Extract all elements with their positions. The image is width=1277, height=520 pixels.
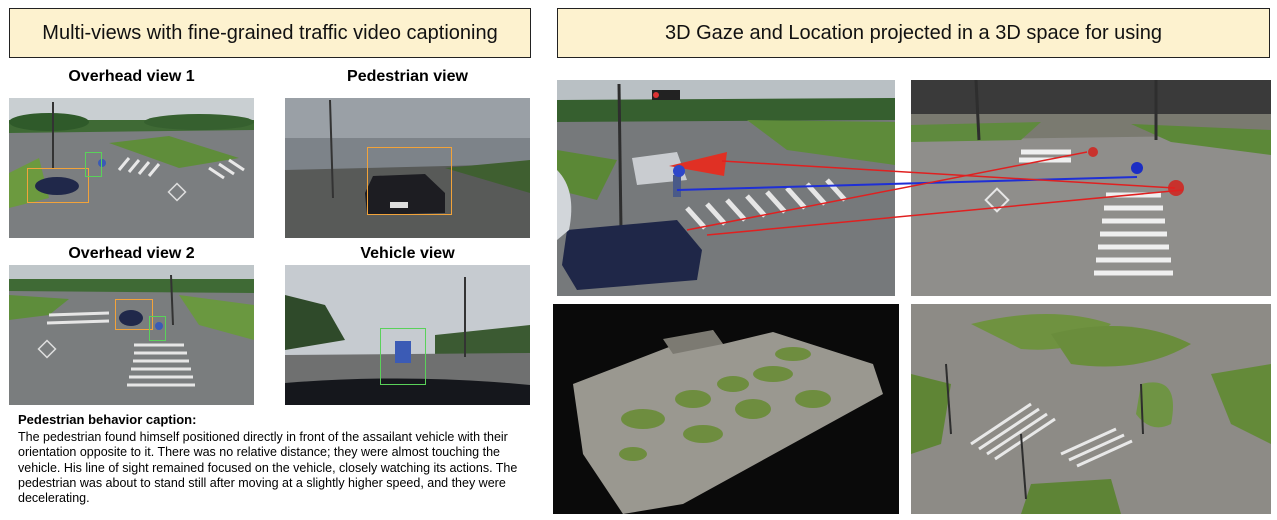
pedestrian-view-image — [285, 98, 530, 238]
gaze-intersection-image — [557, 80, 895, 296]
point-cloud-black-image — [553, 304, 899, 514]
overhead-view-2-image — [9, 265, 254, 405]
vehicle-view-image — [285, 265, 530, 405]
vehicle-bounding-box — [27, 168, 89, 203]
gaze-3d-render-image — [911, 80, 1271, 296]
left-banner: Multi-views with fine-grained traffic vi… — [9, 8, 531, 58]
left-banner-text: Multi-views with fine-grained traffic vi… — [42, 21, 498, 44]
overhead-view-1-image — [9, 98, 254, 238]
point-cloud-detail-image — [911, 304, 1271, 514]
caption-title: Pedestrian behavior caption: — [18, 412, 197, 427]
overhead-view-2-title: Overhead view 2 — [68, 245, 195, 262]
pedestrian-bounding-box-2 — [149, 316, 166, 341]
caption-body: The pedestrian found himself positioned … — [18, 430, 518, 506]
pedestrian-bounding-box-3 — [380, 328, 426, 385]
right-banner-text: 3D Gaze and Location projected in a 3D s… — [665, 21, 1162, 44]
pedestrian-view-title: Pedestrian view — [347, 68, 468, 85]
vehicle-bounding-box-front — [367, 147, 452, 215]
vehicle-view-title: Vehicle view — [360, 245, 455, 262]
right-banner: 3D Gaze and Location projected in a 3D s… — [557, 8, 1270, 58]
overhead-view-1-title: Overhead view 1 — [68, 68, 195, 85]
vehicle-bounding-box-2 — [115, 299, 153, 330]
pedestrian-bounding-box — [85, 152, 102, 177]
